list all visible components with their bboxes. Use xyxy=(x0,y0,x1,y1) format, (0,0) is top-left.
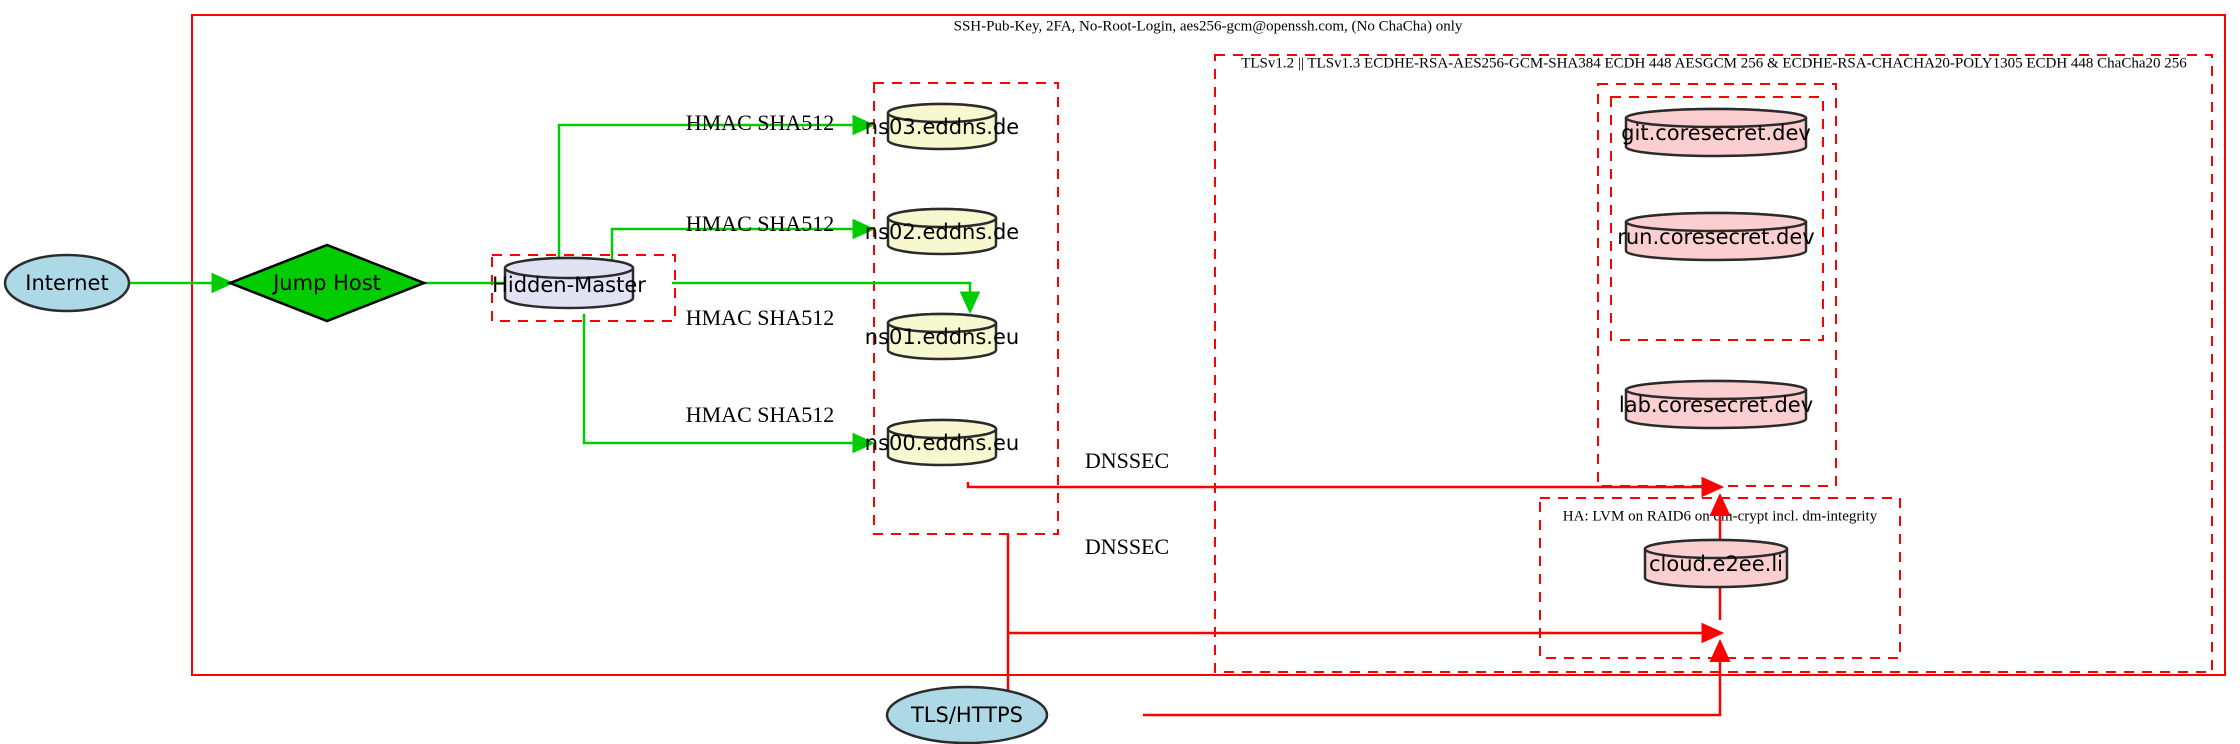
edge-tlshttps-to-ha xyxy=(1143,643,1720,717)
cluster-ssh-zone-label: SSH-Pub-Key, 2FA, No-Root-Login, aes256-… xyxy=(954,18,1463,34)
node-run-coresecret-top xyxy=(1624,211,1808,233)
edge-label-hmac-ns01: HMAC SHA512 xyxy=(686,305,835,330)
node-cloud-e2ee-top xyxy=(1643,538,1789,560)
node-ns01[interactable]: ns01.eddns.eu xyxy=(865,312,1019,361)
edge-label-hmac-ns02: HMAC SHA512 xyxy=(686,211,835,236)
node-hiddenmaster-label: Hidden-Master xyxy=(492,273,646,297)
node-run-coresecret[interactable]: run.coresecret.dev xyxy=(1617,211,1815,262)
cluster-dns-zone xyxy=(873,82,1059,535)
node-tlshttps-label: TLS/HTTPS xyxy=(910,703,1023,727)
node-hiddenmaster[interactable]: Hidden-Master xyxy=(492,256,646,310)
node-tlshttps-shape[interactable] xyxy=(885,685,1049,744)
node-lab-coresecret-label: lab.coresecret.dev xyxy=(1619,393,1813,417)
edge-label-dnssec-upper: DNSSEC xyxy=(1085,448,1169,473)
node-ns03-label: ns03.eddns.de xyxy=(865,115,1019,139)
cluster-ssh-zone-border xyxy=(191,14,2226,676)
node-ns03-top xyxy=(886,102,998,124)
edge-hiddenmaster-to-ns00 xyxy=(582,314,871,443)
cluster-master-zone-border xyxy=(491,254,676,322)
cluster-core-inner-border xyxy=(1610,96,1824,341)
edge-label-hmac-ns03: HMAC SHA512 xyxy=(686,110,835,135)
node-ns02-top xyxy=(886,207,998,229)
node-ns02-label: ns02.eddns.de xyxy=(865,220,1019,244)
node-git-coresecret-top xyxy=(1624,107,1808,129)
cluster-core-inner xyxy=(1610,96,1824,341)
node-ns01-top xyxy=(886,312,998,334)
node-ns00-top xyxy=(886,418,998,440)
edge-hiddenmaster-to-ns02 xyxy=(610,229,871,262)
edge-hiddenmaster-to-ns03 xyxy=(557,125,871,262)
cluster-tls-zone-border xyxy=(1214,54,2213,673)
cluster-tls-zone-label: TLSv1.2 || TLSv1.3 ECDHE-RSA-AES256-GCM-… xyxy=(1241,55,2187,71)
node-jumphost-label: Jump Host xyxy=(271,271,381,295)
edge-label-hmac-ns00: HMAC SHA512 xyxy=(686,402,835,427)
node-ns01-label: ns01.eddns.eu xyxy=(865,325,1019,349)
node-ns00[interactable]: ns00.eddns.eu xyxy=(865,418,1019,467)
node-run-coresecret-label: run.coresecret.dev xyxy=(1617,225,1815,249)
node-internet[interactable]: Internet xyxy=(3,253,131,313)
edge-dnssec-lower xyxy=(1006,534,1720,633)
node-ns03[interactable]: ns03.eddns.de xyxy=(865,102,1019,151)
node-git-coresecret-label: git.coresecret.dev xyxy=(1621,121,1811,145)
node-hiddenmaster-top xyxy=(503,256,635,280)
node-ns02[interactable]: ns02.eddns.de xyxy=(865,207,1019,256)
cluster-dns-zone-border xyxy=(873,82,1059,535)
cluster-tls-zone: TLSv1.2 || TLSv1.3 ECDHE-RSA-AES256-GCM-… xyxy=(1214,54,2213,673)
node-lab-coresecret-top xyxy=(1624,379,1808,401)
cluster-ssh-zone: SSH-Pub-Key, 2FA, No-Root-Login, aes256-… xyxy=(191,14,2226,676)
node-internet-label: Internet xyxy=(25,271,108,295)
node-tlshttps[interactable]: TLS/HTTPS xyxy=(885,685,1049,744)
edge-dnssec-upper xyxy=(966,482,1720,487)
node-jumphost-shape[interactable] xyxy=(226,243,428,323)
node-ns00-label: ns00.eddns.eu xyxy=(865,431,1019,455)
node-cloud-e2ee-label: cloud.e2ee.li xyxy=(1649,552,1783,576)
node-lab-coresecret[interactable]: lab.coresecret.dev xyxy=(1619,379,1813,430)
edge-label-dnssec-lower: DNSSEC xyxy=(1085,534,1169,559)
node-jumphost[interactable]: Jump Host xyxy=(226,243,428,323)
edge-hiddenmaster-to-ns01 xyxy=(672,281,970,310)
cluster-master-zone xyxy=(491,254,676,322)
node-internet-shape[interactable] xyxy=(3,253,131,313)
node-git-coresecret[interactable]: git.coresecret.dev xyxy=(1621,107,1811,158)
node-cloud-e2ee[interactable]: cloud.e2ee.li xyxy=(1643,538,1789,589)
